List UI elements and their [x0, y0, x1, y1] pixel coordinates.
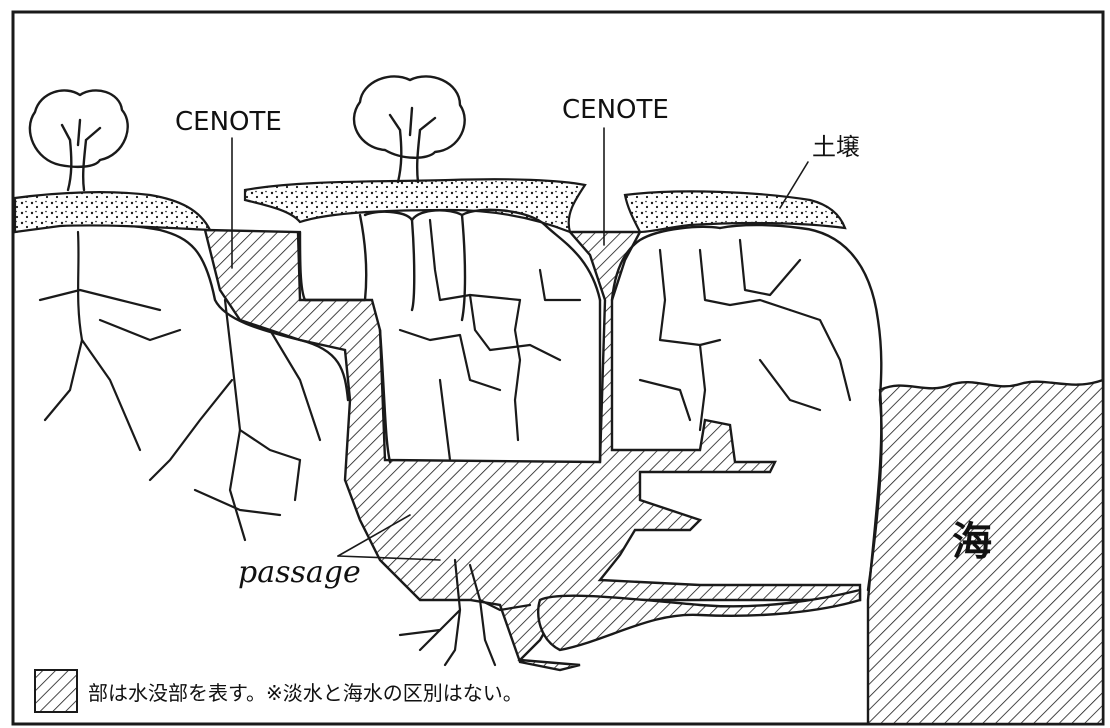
- soil-label: 土壌: [812, 133, 860, 161]
- cenote-label-right: CENOTE: [562, 95, 669, 125]
- sea-label: 海: [952, 519, 992, 565]
- passage-label: passage: [238, 555, 361, 590]
- cenote-label-left: CENOTE: [175, 107, 282, 137]
- legend-hatch-swatch: [35, 670, 77, 712]
- legend-text: 部は水没部を表す。※淡水と海水の区別はない。: [88, 681, 523, 705]
